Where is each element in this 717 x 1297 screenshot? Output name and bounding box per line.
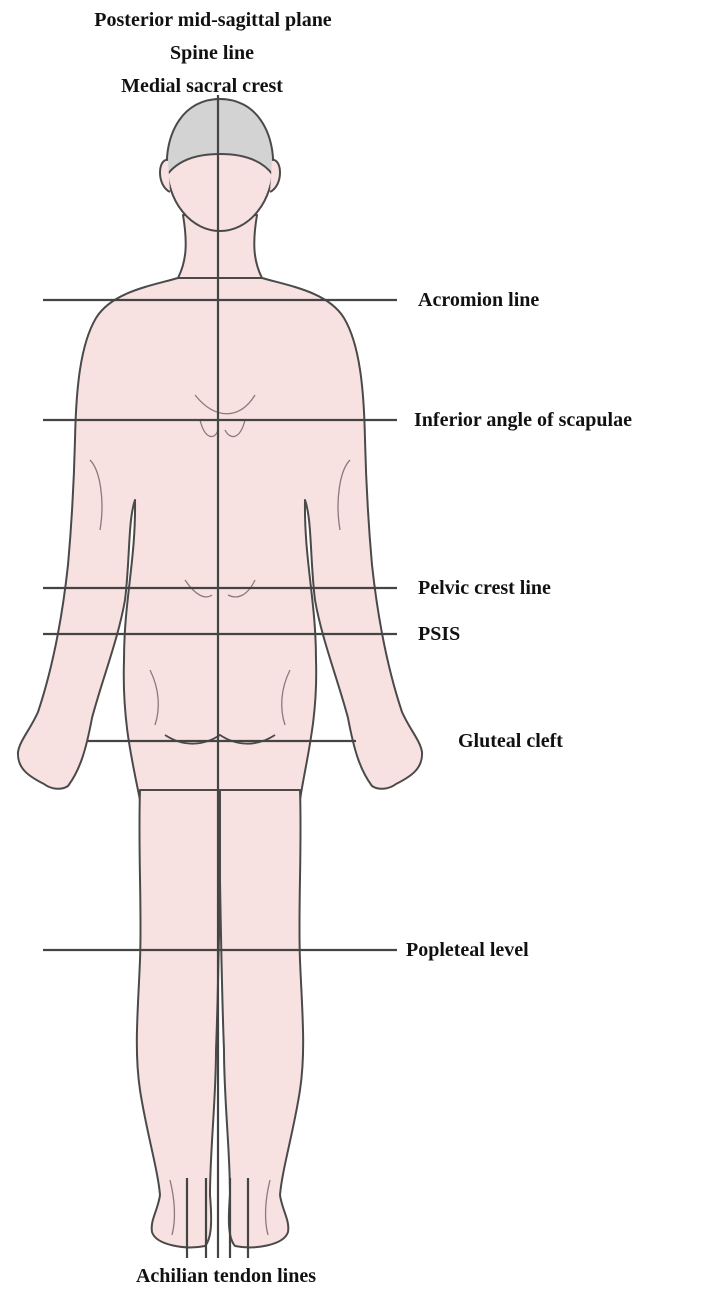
label-pelvic-crest-line: Pelvic crest line — [418, 576, 551, 600]
label-spine-line: Spine line — [170, 41, 254, 65]
right-leg — [220, 790, 303, 1247]
label-psis: PSIS — [418, 622, 460, 646]
label-popliteal-level: Popleteal level — [406, 938, 529, 962]
label-inferior-angle-of-scapulae: Inferior angle of scapulae — [414, 408, 632, 432]
label-achilles-tendon-lines: Achilian tendon lines — [136, 1264, 316, 1288]
torso-and-arms — [18, 278, 422, 800]
label-medial-sacral-crest: Medial sacral crest — [121, 74, 283, 98]
left-leg — [137, 790, 220, 1247]
label-posterior-midsagittal-plane: Posterior mid-sagittal plane — [94, 8, 331, 32]
label-acromion-line: Acromion line — [418, 288, 539, 312]
human-figure-posterior-view — [18, 99, 422, 1247]
label-gluteal-cleft: Gluteal cleft — [458, 729, 563, 753]
